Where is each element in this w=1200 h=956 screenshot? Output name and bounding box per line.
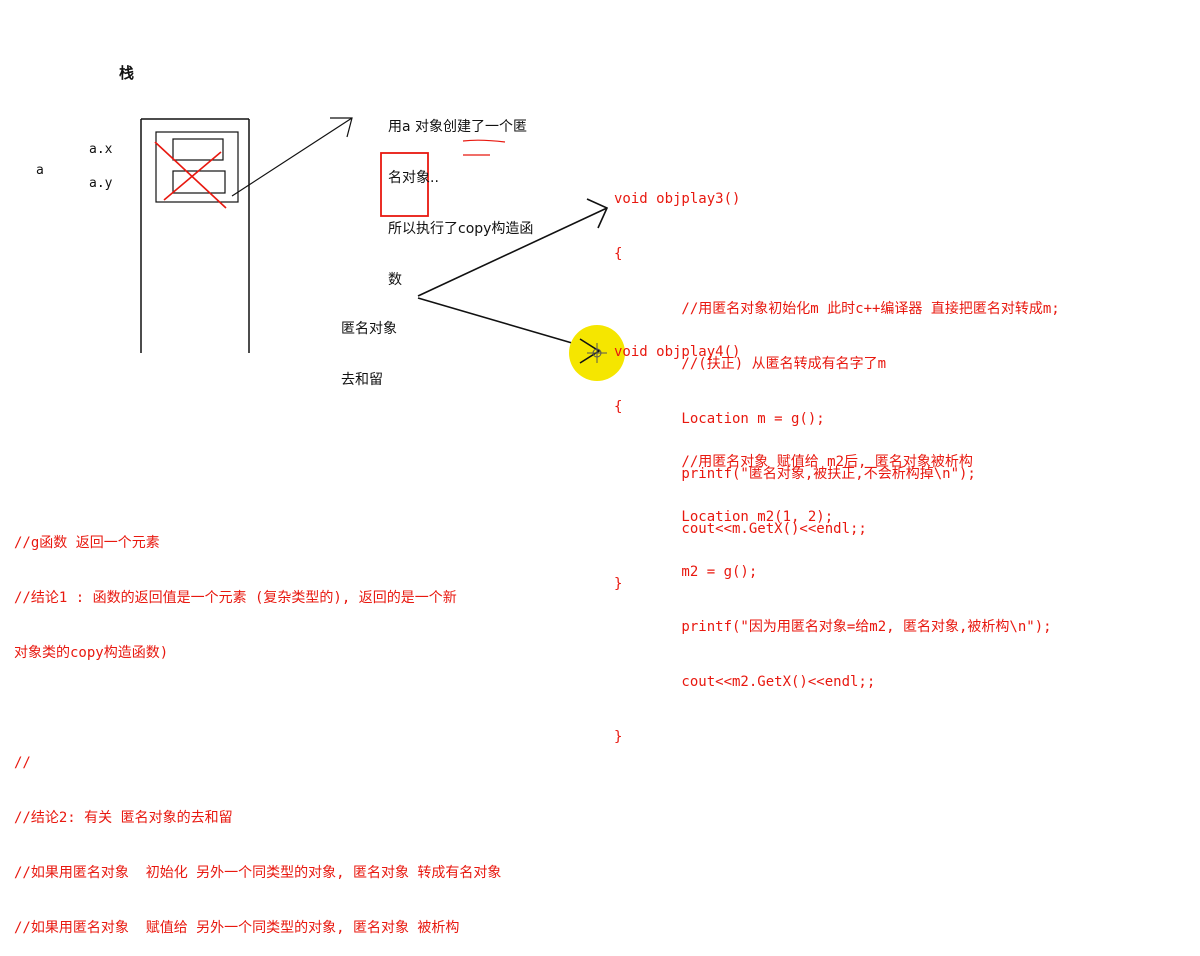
- code-line: void objplay4(): [614, 344, 741, 360]
- comment-line: //结论2: 有关 匿名对象的去和留: [14, 810, 233, 826]
- anon-label-line: 匿名对象: [341, 321, 397, 337]
- cross-out-mark-1: [154, 141, 227, 209]
- anonymous-object-box: [380, 152, 429, 217]
- copy-constructor-note: 用a 对象创建了一个匿 名对象.. 所以执行了copy构造函 数: [388, 85, 533, 306]
- conclusion-comments: //g函数 返回一个元素 //结论1 : 函数的返回值是一个元素 (复杂类型的)…: [14, 497, 501, 956]
- anonymous-object-label: 匿名对象 去和留: [341, 287, 397, 406]
- arrow-to-objplay3: [417, 207, 608, 297]
- code-line: {: [614, 246, 623, 262]
- note-line: 名对象..: [388, 170, 439, 186]
- code-line: {: [614, 399, 623, 415]
- arrow-to-note-head: [330, 117, 353, 138]
- code-line: //(扶正) 从匿名转成有名字了m: [614, 356, 887, 372]
- comment-line: //如果用匿名对象 赋值给 另外一个同类型的对象, 匿名对象 被析构: [14, 920, 460, 936]
- code-block-objplay4: void objplay4() { //用匿名对象 赋值给 m2后, 匿名对象被…: [614, 306, 1052, 765]
- note-line: 用a 对象创建了一个匿: [388, 119, 528, 135]
- code-line: cout<<m2.GetX()<<endl;;: [614, 674, 876, 690]
- comment-line: //结论1 : 函数的返回值是一个元素 (复杂类型的), 返回的是一个新: [14, 590, 457, 606]
- comment-line: //: [14, 755, 31, 771]
- code-line: printf("匿名对象,被扶正,不会析构掉\n");: [614, 466, 976, 482]
- field-x-slot: [172, 138, 224, 161]
- arrow-to-objplay4: [417, 297, 597, 351]
- note-line: 所以执行了copy构造函: [388, 221, 534, 237]
- code-line: cout<<m.GetX()<<endl;;: [614, 521, 867, 537]
- code-line: //用匿名对象 赋值给 m2后, 匿名对象被析构: [614, 454, 973, 470]
- object-a-box: [155, 131, 239, 203]
- comment-line: //g函数 返回一个元素: [14, 535, 160, 551]
- code-line: //用匿名对象初始化m 此时c++编译器 直接把匿名对转成m;: [614, 301, 1060, 317]
- code-line: void objplay3(): [614, 191, 741, 207]
- variable-a-label: a: [36, 163, 44, 178]
- arrow-to-objplay4-head: [579, 338, 601, 364]
- arrow-to-note: [231, 117, 353, 197]
- code-block-objplay3: void objplay3() { //用匿名对象初始化m 此时c++编译器 直…: [614, 153, 1060, 612]
- comment-line: [14, 700, 501, 717]
- code-line: }: [614, 729, 623, 745]
- cross-out-mark-2: [163, 151, 222, 201]
- sketch-canvas: [140, 117, 625, 381]
- stack-title: 栈: [119, 64, 135, 82]
- anon-label-line: 去和留: [341, 372, 383, 388]
- code-line: Location m = g();: [614, 411, 825, 427]
- note-line: 数: [388, 272, 402, 288]
- code-line: m2 = g();: [614, 564, 758, 580]
- arrow-to-objplay3-head: [586, 198, 609, 229]
- code-line: Location m2(1, 2);: [614, 509, 834, 525]
- comment-line: //如果用匿名对象 初始化 另外一个同类型的对象, 匿名对象 转成有名对象: [14, 865, 502, 881]
- field-ax-label: a.x: [89, 142, 113, 157]
- code-line: printf("因为用匿名对象=给m2, 匿名对象,被析构\n");: [614, 619, 1052, 635]
- underline-mark-1: [462, 139, 506, 143]
- code-line: }: [614, 576, 623, 592]
- comment-line: 对象类的copy构造函数): [14, 645, 169, 661]
- field-ay-label: a.y: [89, 176, 113, 191]
